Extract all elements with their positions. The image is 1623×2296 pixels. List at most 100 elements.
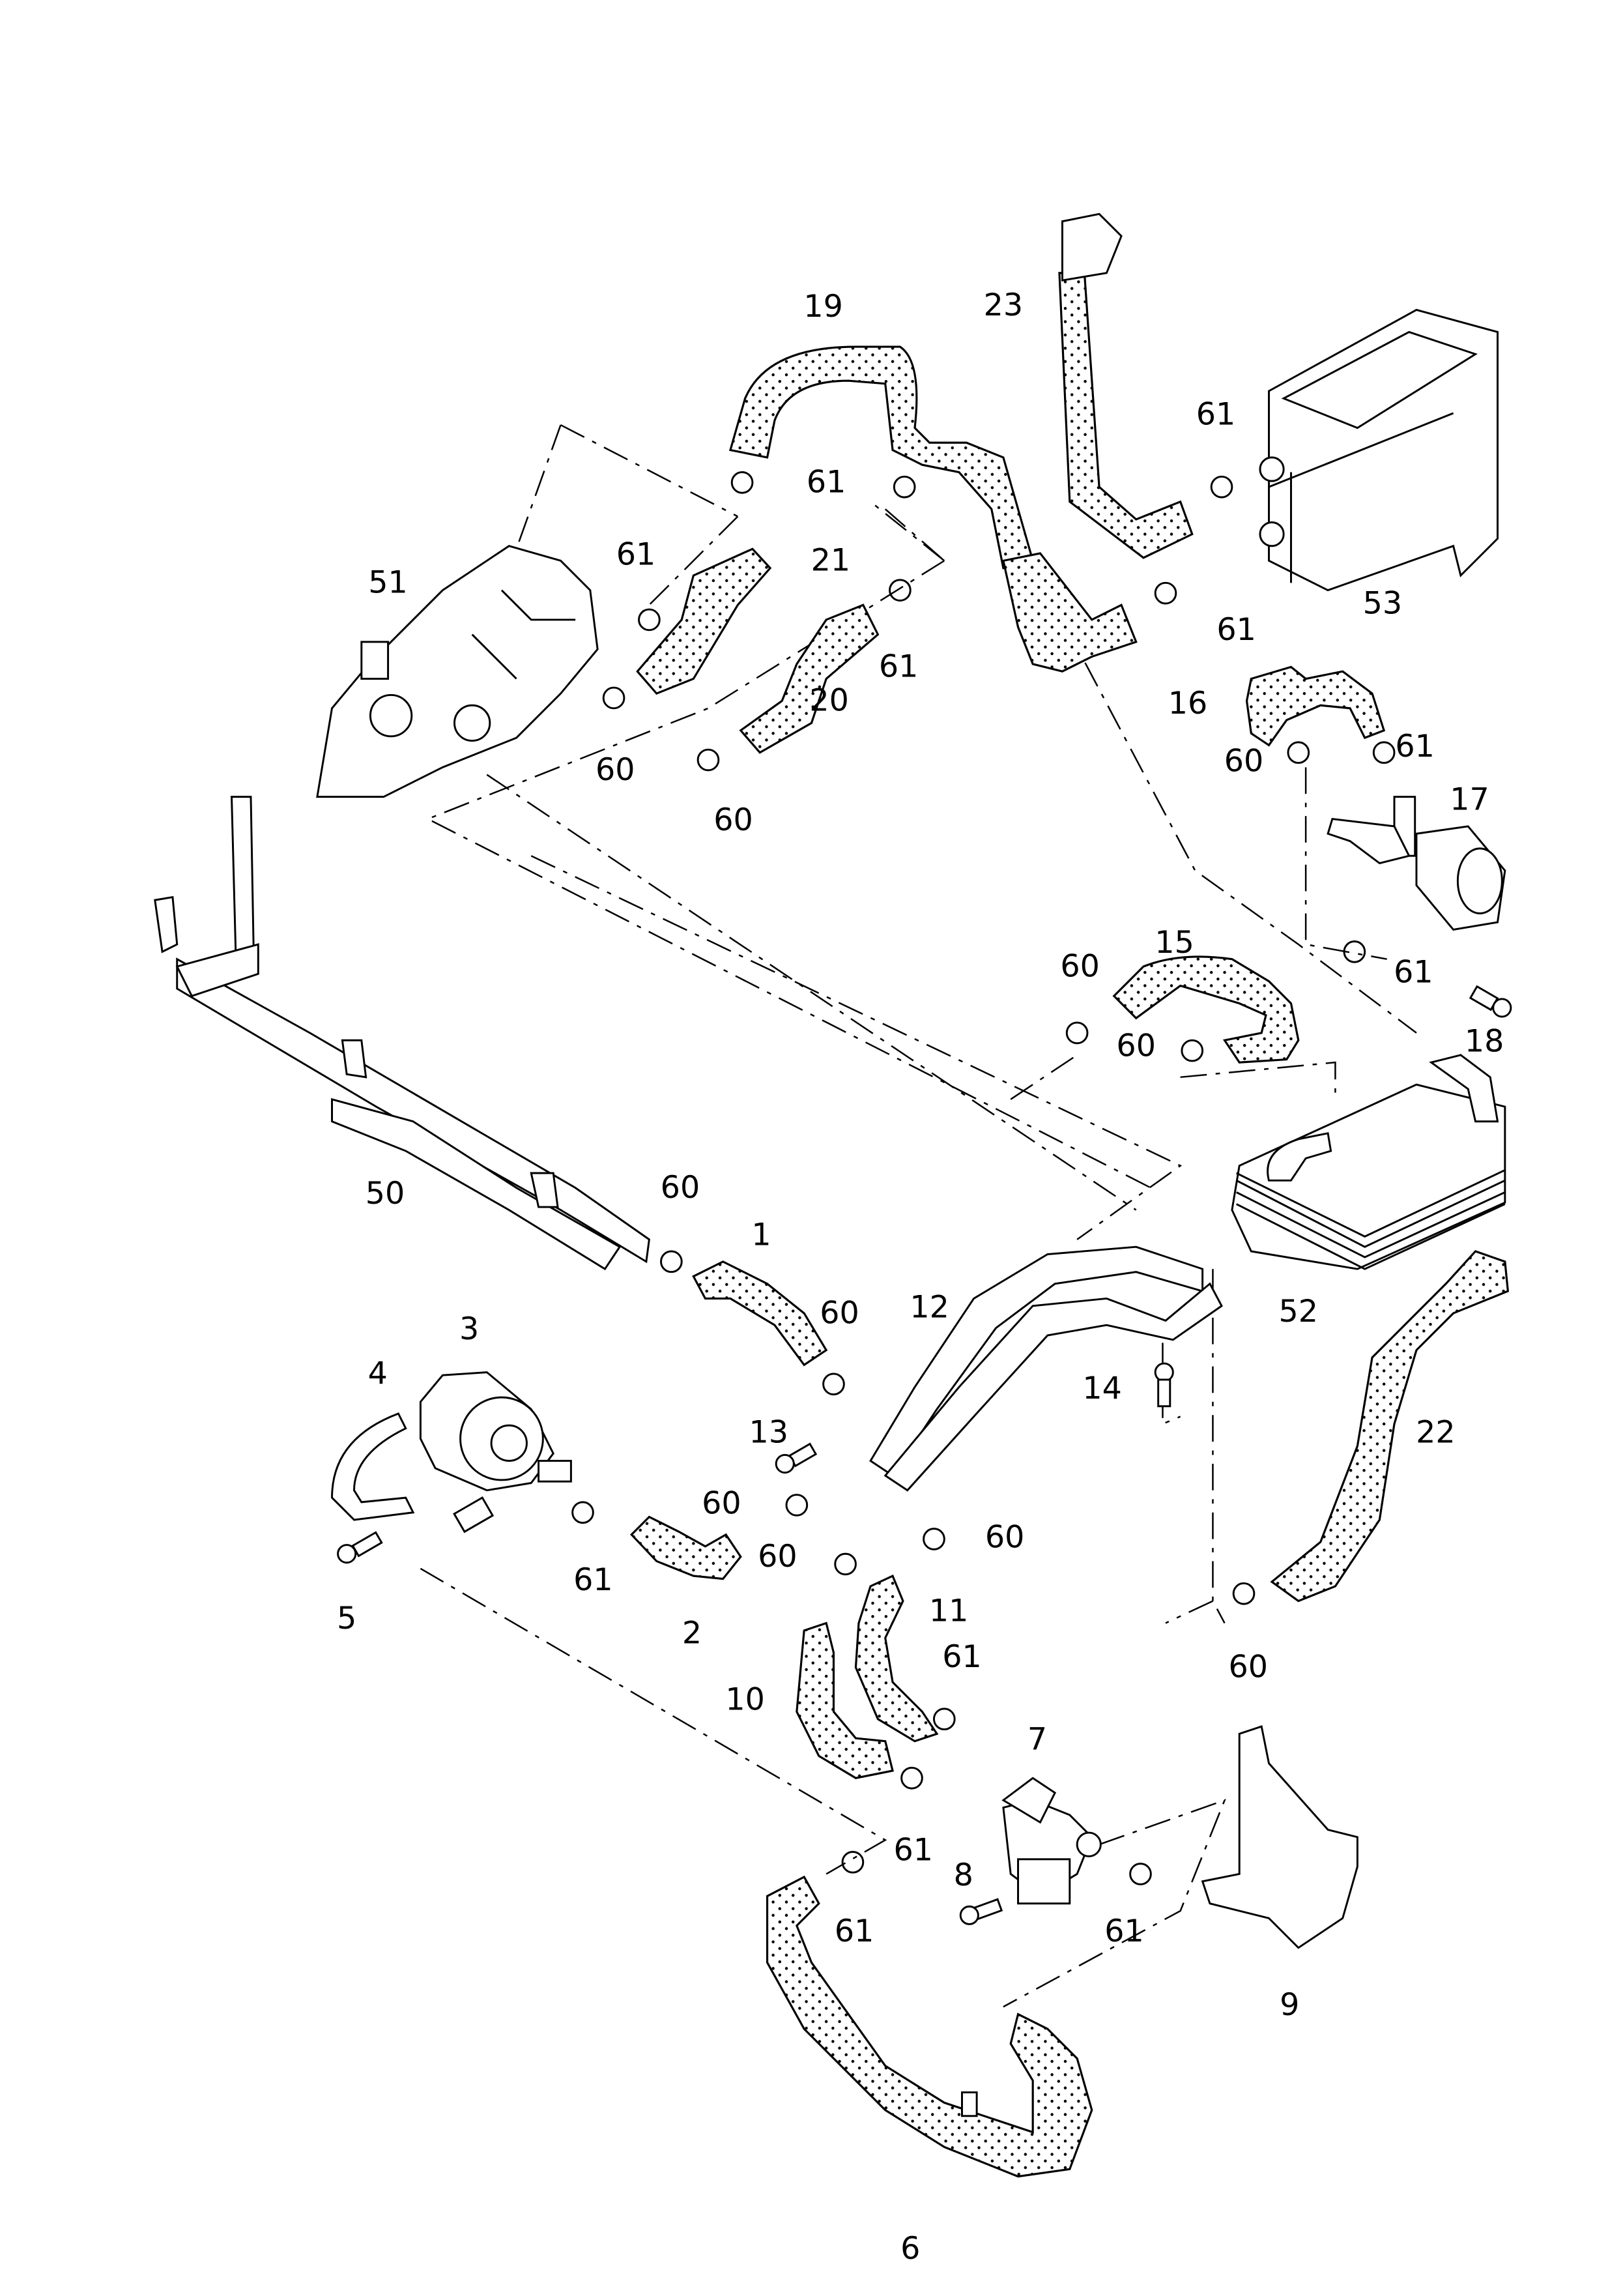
pipe-lower bbox=[331, 1097, 622, 1271]
callout-hose-clamp[interactable]: 61 bbox=[1394, 954, 1433, 990]
callout-coolant-hose[interactable]: 20 bbox=[809, 683, 849, 719]
callout-hose-clamp[interactable]: 60 bbox=[661, 1170, 700, 1206]
callout-bolt[interactable]: 14 bbox=[1082, 1371, 1122, 1406]
callout-coolant-hose-lower[interactable]: 6 bbox=[900, 2231, 920, 2267]
valve-port bbox=[1076, 1831, 1102, 1857]
callout-hose-clamp[interactable]: 61 bbox=[1196, 396, 1236, 432]
callout-hose-clamp[interactable]: 60 bbox=[758, 1539, 797, 1575]
bolt-14[interactable] bbox=[1154, 1362, 1174, 1408]
callout-hose-clamp[interactable]: 60 bbox=[713, 802, 753, 838]
thermostat-housing[interactable] bbox=[316, 545, 599, 798]
callout-hose-clamp[interactable]: 60 bbox=[702, 1485, 741, 1521]
callout-coolant-shutoff-valve[interactable]: 7 bbox=[1027, 1722, 1047, 1758]
callout-hose-clamp[interactable]: 61 bbox=[807, 465, 846, 501]
bolt-8[interactable] bbox=[959, 1898, 1003, 1925]
callout-coolant-hose-upper[interactable]: 19 bbox=[803, 289, 843, 325]
callout-bolt[interactable]: 13 bbox=[749, 1415, 789, 1451]
bolt-head bbox=[1154, 1362, 1174, 1382]
hose-19[interactable] bbox=[728, 345, 1035, 570]
callout-hose-clamp[interactable]: 60 bbox=[596, 752, 635, 788]
callout-hose-clamp[interactable]: 61 bbox=[573, 1562, 613, 1598]
callout-valve-bracket[interactable]: 9 bbox=[1280, 1987, 1299, 2023]
callout-hose-clamp[interactable]: 60 bbox=[1116, 1028, 1156, 1064]
hose-21[interactable] bbox=[636, 547, 772, 695]
hose-11[interactable] bbox=[854, 1574, 939, 1743]
pipe-riser-left bbox=[154, 895, 179, 953]
callout-bolt[interactable]: 5 bbox=[337, 1601, 356, 1636]
pump-outlet bbox=[538, 1460, 572, 1483]
bolt-5[interactable] bbox=[337, 1531, 383, 1564]
callout-hose-clamp[interactable]: 61 bbox=[1104, 1913, 1144, 1949]
callout-coolant-hose[interactable]: 1 bbox=[751, 1217, 771, 1253]
callout-coolant-pipe[interactable]: 12 bbox=[910, 1289, 949, 1325]
bolt-head bbox=[1492, 998, 1512, 1018]
callout-coolant-hose[interactable]: 21 bbox=[811, 543, 851, 579]
oil-cooler-fins bbox=[1236, 1169, 1506, 1270]
coolant-pipe-assembly-50[interactable] bbox=[154, 796, 650, 1271]
pump-bracket-4[interactable] bbox=[331, 1412, 415, 1521]
callout-hose-clamp[interactable]: 61 bbox=[1395, 729, 1435, 764]
callout-hose-clamp[interactable]: 61 bbox=[835, 1913, 874, 1949]
outlet-port bbox=[369, 693, 413, 738]
callout-hose-clamp[interactable]: 61 bbox=[1216, 612, 1256, 648]
callout-oil-cooler[interactable]: 52 bbox=[1279, 1294, 1319, 1330]
auxiliary-coolant-pump[interactable] bbox=[419, 1371, 572, 1533]
clamp-icon bbox=[660, 1250, 683, 1273]
coolant-pump-17[interactable] bbox=[1327, 796, 1506, 931]
hose-15[interactable] bbox=[1112, 955, 1300, 1064]
clamp-icon bbox=[1210, 475, 1233, 499]
hose-19-branch bbox=[1001, 552, 1138, 673]
callout-auxiliary-coolant-pump[interactable]: 3 bbox=[459, 1311, 479, 1347]
bolt-18[interactable] bbox=[1469, 985, 1512, 1018]
clamp-icon bbox=[1181, 1039, 1204, 1062]
callout-pump-bracket[interactable]: 4 bbox=[368, 1356, 388, 1391]
hose-10[interactable] bbox=[796, 1621, 894, 1779]
callout-coolant-hose[interactable]: 15 bbox=[1155, 925, 1194, 961]
callout-hose-clamp[interactable]: 60 bbox=[1060, 948, 1100, 984]
callout-hose-clamp[interactable]: 60 bbox=[1229, 1649, 1269, 1685]
electronic-control-unit[interactable] bbox=[1259, 308, 1499, 592]
callout-coolant-hose[interactable]: 10 bbox=[725, 1682, 765, 1718]
callout-hose-clamp[interactable]: 61 bbox=[879, 649, 919, 685]
callout-hose-clamp[interactable]: 60 bbox=[985, 1519, 1025, 1555]
hose-2[interactable] bbox=[630, 1515, 742, 1580]
callout-hose-clamp[interactable]: 61 bbox=[616, 537, 656, 573]
callout-coolant-thermostat-housing[interactable]: 51 bbox=[368, 565, 408, 601]
coolant-pipe-12[interactable] bbox=[869, 1245, 1223, 1492]
pump-hub bbox=[490, 1424, 528, 1462]
callout-hose-clamp[interactable]: 60 bbox=[1224, 744, 1264, 779]
callout-bolt[interactable]: 18 bbox=[1465, 1024, 1504, 1060]
callout-bolt[interactable]: 8 bbox=[954, 1857, 973, 1893]
bolt-shank bbox=[351, 1531, 383, 1558]
valve-bracket-9[interactable] bbox=[1201, 1725, 1358, 1949]
callout-coolant-hose[interactable]: 16 bbox=[1168, 686, 1208, 721]
callout-coolant-hose-long[interactable]: 22 bbox=[1416, 1415, 1456, 1451]
callout-coolant-pump[interactable]: 17 bbox=[1450, 781, 1489, 817]
pipe-tab bbox=[530, 1172, 559, 1208]
oil-cooler-pipe bbox=[1267, 1132, 1332, 1182]
thermostat-detail bbox=[471, 589, 576, 680]
clamp-icon bbox=[785, 1494, 809, 1517]
hose-16[interactable] bbox=[1245, 665, 1386, 747]
callout-coolant-hose[interactable]: 23 bbox=[984, 287, 1024, 323]
clamp-icon bbox=[841, 1851, 865, 1874]
callout-coolant-hose[interactable]: 11 bbox=[929, 1593, 969, 1629]
hose-1[interactable] bbox=[692, 1260, 828, 1367]
pump-inlet bbox=[453, 1496, 495, 1533]
bolt-13[interactable] bbox=[775, 1442, 818, 1474]
callout-hose-clamp[interactable]: 61 bbox=[893, 1832, 933, 1868]
coolant-shutoff-valve[interactable] bbox=[1001, 1777, 1102, 1905]
clamp-icon bbox=[697, 748, 720, 772]
hose-6[interactable] bbox=[766, 1875, 1093, 2178]
hose-20[interactable] bbox=[739, 603, 880, 754]
callout-coolant-hose-elbow[interactable]: 2 bbox=[682, 1616, 702, 1651]
callout-electronic-control-unit[interactable]: 53 bbox=[1363, 585, 1403, 621]
hose-22[interactable] bbox=[1270, 1250, 1510, 1603]
guide-line bbox=[530, 508, 1183, 1240]
callout-coolant-pipe-assembly[interactable]: 50 bbox=[366, 1176, 405, 1212]
clamp-icon bbox=[923, 1528, 945, 1550]
callout-hose-clamp[interactable]: 60 bbox=[820, 1295, 859, 1331]
callout-hose-clamp[interactable]: 61 bbox=[942, 1639, 982, 1675]
oil-cooler[interactable] bbox=[1231, 1054, 1506, 1270]
hose-23[interactable] bbox=[1058, 272, 1194, 559]
